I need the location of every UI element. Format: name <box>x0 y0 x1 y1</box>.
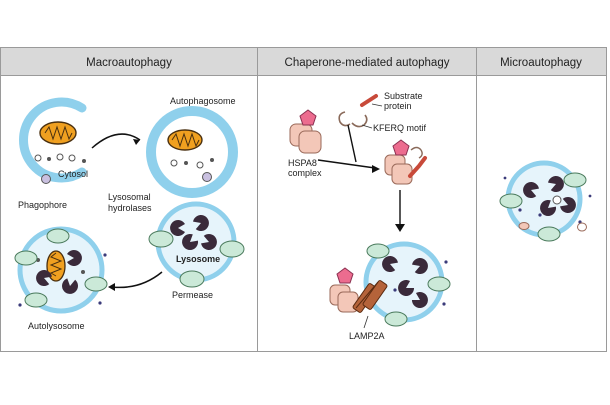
dot <box>98 301 102 305</box>
receptor <box>384 311 408 327</box>
arrow-head <box>395 224 405 232</box>
receptor <box>537 226 561 242</box>
dot <box>103 253 107 257</box>
hspa8-label-2: complex <box>288 168 322 178</box>
dot <box>588 194 592 198</box>
receptor <box>563 172 587 188</box>
arrow-head <box>133 139 140 145</box>
receptor <box>46 228 70 244</box>
macro-title: Macroautophagy <box>86 57 172 69</box>
arrow-to-autolysosome <box>111 271 163 289</box>
permease-label: Permease <box>172 290 213 300</box>
receptor <box>499 193 523 209</box>
substrate-protein <box>338 111 368 128</box>
header-cma <box>258 48 476 75</box>
header-macro <box>1 48 257 75</box>
mitochondrion-3 <box>46 250 66 282</box>
receptor <box>366 243 390 259</box>
autophagosome <box>146 106 238 198</box>
header-micro <box>477 48 606 75</box>
arrow-head <box>372 165 380 173</box>
arrow-to-bound <box>317 159 376 169</box>
receptor <box>427 276 451 292</box>
leader-line <box>363 315 369 329</box>
receptor <box>84 276 108 292</box>
cytosolic-cargo <box>577 222 587 232</box>
arrow-to-autophagosome <box>91 133 141 149</box>
arrow-merge <box>347 124 357 163</box>
hspa8-label-1: HSPA8 <box>288 158 317 168</box>
arrow-head <box>108 283 115 291</box>
substrate-label-1: Substrate <box>384 91 423 101</box>
invaginating-cargo <box>518 222 530 230</box>
dot <box>444 260 448 264</box>
cargo-particle <box>202 172 212 182</box>
receptor <box>14 250 38 266</box>
lamp2a-label: LAMP2A <box>349 331 385 341</box>
cargo-particle <box>170 159 178 167</box>
cargo-particle <box>81 270 85 274</box>
dot <box>503 176 507 180</box>
cytosol-particle <box>41 174 51 184</box>
dot <box>393 288 397 292</box>
dot <box>538 213 542 217</box>
lysosome-label: Lysosome <box>176 254 220 264</box>
micro-title: Microautophagy <box>500 57 582 69</box>
autophagosome-label: Autophagosome <box>170 96 236 106</box>
receptor <box>148 230 174 248</box>
mitochondrion-1 <box>39 121 77 145</box>
receptor <box>24 292 48 308</box>
cargo-particle <box>210 158 214 162</box>
receptor <box>219 240 245 258</box>
cytosol-particle <box>68 154 76 162</box>
cma-title: Chaperone-mediated autophagy <box>285 57 450 69</box>
dot <box>18 303 22 307</box>
hspa8-substrate-bound <box>384 139 427 185</box>
lysosomal-hydrolases-label-2: hydrolases <box>108 203 152 213</box>
cytosol-particle <box>47 157 51 161</box>
dot <box>518 208 522 212</box>
cargo-particle <box>552 195 562 205</box>
dot <box>442 302 446 306</box>
cytosol-label: Cytosol <box>58 169 88 179</box>
kferq-motif <box>360 94 378 107</box>
cargo-particle <box>196 161 204 169</box>
substrate-label-2: protein <box>384 101 412 111</box>
hspa8-complex-free <box>289 109 322 154</box>
autolysosome-label: Autolysosome <box>28 321 85 331</box>
phagophore-membrane <box>19 97 87 183</box>
kferq-label: KFERQ motif <box>373 123 427 133</box>
permease-protein <box>179 270 205 288</box>
lamp2a-channel <box>352 280 388 313</box>
cytosol-particle <box>82 159 86 163</box>
cargo-particle <box>184 161 188 165</box>
leader-line <box>371 103 383 107</box>
mitochondrion-2 <box>167 129 203 151</box>
cytosol-particle <box>56 153 64 161</box>
cytosol-particle <box>34 154 42 162</box>
lysosomal-hydrolases-label-1: Lysosomal <box>108 192 151 202</box>
phagophore-label: Phagophore <box>18 200 67 210</box>
leader-line <box>361 124 373 129</box>
